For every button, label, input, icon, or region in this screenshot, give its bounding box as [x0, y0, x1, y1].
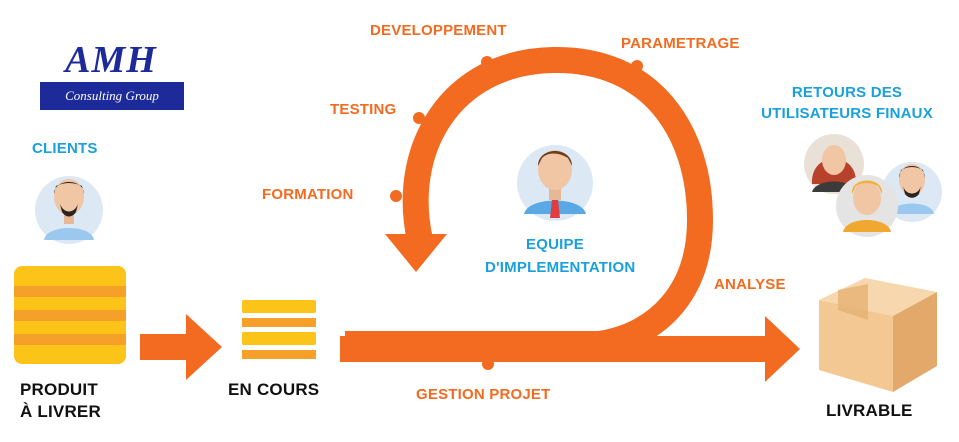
testing-label: TESTING — [330, 101, 397, 118]
equipe-label-line2: D'IMPLEMENTATION — [485, 259, 636, 276]
milestone-dots — [390, 56, 698, 370]
delivery-box-icon — [819, 278, 937, 392]
parametrage-label: PARAMETRAGE — [621, 35, 740, 52]
analyse-label: ANALYSE — [714, 276, 786, 293]
client-avatar-icon — [35, 176, 103, 244]
team-member-icon — [517, 145, 593, 221]
formation-label: FORMATION — [262, 186, 354, 203]
livrable-label: LIVRABLE — [826, 401, 913, 420]
developpement-label: DEVELOPPEMENT — [370, 22, 507, 39]
produit-label-line1: PRODUIT — [20, 380, 98, 399]
process-loop-arrow — [340, 46, 800, 382]
equipe-label-line1: EQUIPE — [526, 236, 584, 253]
produit-label-line2: À LIVRER — [20, 402, 101, 421]
logo-brand: AMH — [65, 39, 157, 81]
product-stack-icon — [14, 266, 126, 364]
user-blond-icon — [836, 175, 898, 237]
en-cours-label: EN COURS — [228, 380, 320, 399]
amh-logo: AMH Consulting Group — [38, 40, 184, 114]
flow-arrow-1 — [140, 314, 222, 380]
user-female-icon — [804, 134, 864, 194]
retours-label-line1: RETOURS DES — [791, 84, 903, 101]
logo-tagline: Consulting Group — [40, 82, 184, 110]
in-progress-stack-icon — [242, 300, 316, 359]
clients-label: CLIENTS — [32, 140, 98, 157]
retours-label-line2: UTILISATEURS FINAUX — [761, 105, 933, 122]
gestion-projet-label: GESTION PROJET — [416, 386, 551, 403]
